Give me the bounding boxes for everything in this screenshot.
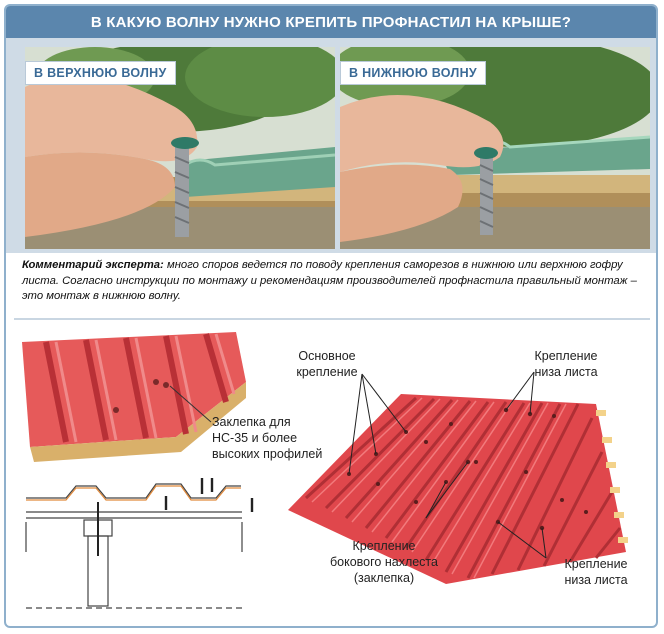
upper-wave-label: В ВЕРХНЮЮ ВОЛНУ <box>25 61 176 85</box>
sheet-closeup-diagram <box>22 332 246 462</box>
photo-lower-wave: В НИЖНЮЮ ВОЛНУ <box>340 47 650 249</box>
side-overlap-label-line2: бокового нахлеста <box>330 555 438 569</box>
bottom-fastening-label-top: Крепление низа листа <box>516 348 616 380</box>
photo-upper-wave: В ВЕРХНЮЮ ВОЛНУ <box>25 47 335 249</box>
roof-sheet-diagram <box>288 371 628 584</box>
bottom-fastening-label-top-line2: низа листа <box>534 365 598 379</box>
side-overlap-label-line1: Крепление <box>352 539 416 553</box>
main-fastening-label-line2: крепление <box>296 365 358 379</box>
section-divider <box>14 318 650 320</box>
rivet-label-line3: высоких профилей <box>212 447 323 461</box>
expert-comment-text: много споров ведется по поводу крепления… <box>22 259 637 302</box>
photo-strip: В ВЕРХНЮЮ ВОЛНУ В НИЖНЮЮ ВОЛНУ <box>6 38 656 253</box>
bottom-fastening-label-bottom-line2: низа листа <box>564 573 628 587</box>
main-fastening-label: Основное крепление <box>282 348 372 380</box>
expert-comment-lead: Комментарий эксперта: <box>22 259 164 271</box>
photo-upper-wave-illustration <box>25 47 335 249</box>
page-title: В КАКУЮ ВОЛНУ НУЖНО КРЕПИТЬ ПРОФНАСТИЛ Н… <box>6 6 656 38</box>
bottom-fastening-label-bottom-line1: Крепление <box>564 557 628 571</box>
diagrams-illustration <box>22 332 628 609</box>
rivet-label: Заклепка для НС-35 и более высоких профи… <box>212 414 322 462</box>
expert-comment: Комментарий эксперта: много споров ведет… <box>22 258 642 305</box>
cross-section-diagram <box>25 478 254 609</box>
diagrams-section: Заклепка для НС-35 и более высоких профи… <box>6 322 656 626</box>
rivet-label-line1: Заклепка для <box>212 415 291 429</box>
side-overlap-label: Крепление бокового нахлеста (заклепка) <box>324 538 444 586</box>
side-overlap-label-line3: (заклепка) <box>353 571 415 585</box>
main-fastening-label-line1: Основное <box>298 349 356 363</box>
infographic-frame: В КАКУЮ ВОЛНУ НУЖНО КРЕПИТЬ ПРОФНАСТИЛ Н… <box>4 4 658 628</box>
bottom-fastening-label-top-line1: Крепление <box>534 349 598 363</box>
bottom-fastening-label-bottom: Крепление низа листа <box>546 556 646 588</box>
rivet-label-line2: НС-35 и более <box>212 431 298 445</box>
lower-wave-label: В НИЖНЮЮ ВОЛНУ <box>340 61 486 85</box>
